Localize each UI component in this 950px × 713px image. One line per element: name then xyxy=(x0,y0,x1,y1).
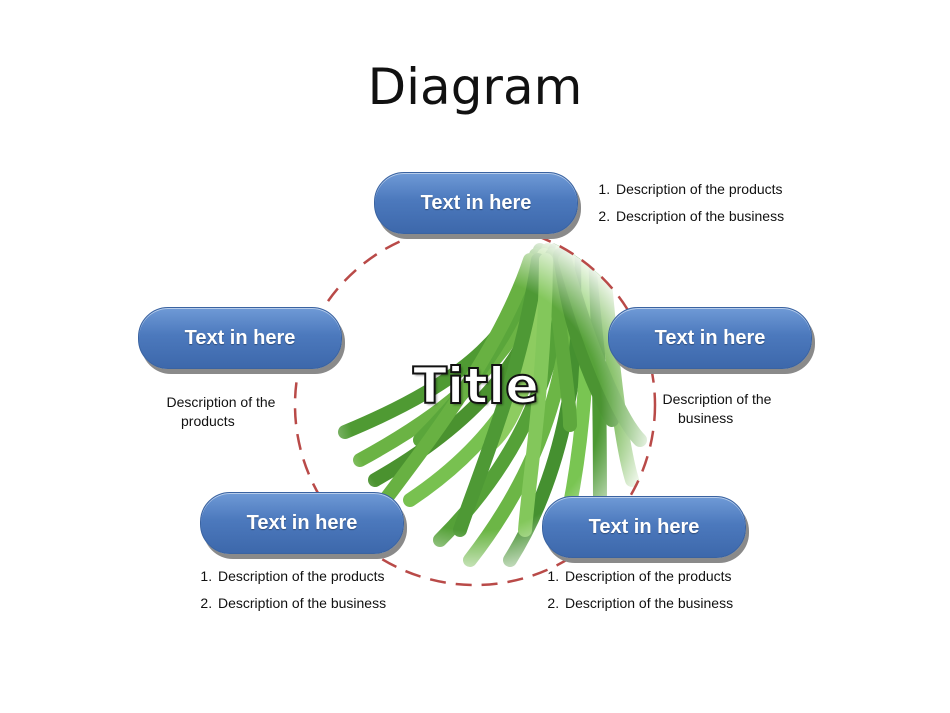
node-bottom-right-button[interactable]: Text in here xyxy=(542,496,746,558)
description-line: business xyxy=(678,410,734,426)
node-top-list: Description of the products Description … xyxy=(596,176,784,230)
node-bottom-right-label: Text in here xyxy=(588,515,700,538)
description-line: products xyxy=(181,413,235,429)
node-bottom-left-label: Text in here xyxy=(246,511,358,534)
description-line: Description of the xyxy=(166,394,276,410)
slide-title: Diagram xyxy=(367,58,583,116)
node-left-button[interactable]: Text in here xyxy=(138,307,342,369)
node-bottom-left-list: Description of the products Description … xyxy=(198,563,386,617)
node-right-button[interactable]: Text in here xyxy=(608,307,812,369)
list-item: Description of the products xyxy=(614,176,784,203)
list-item: Description of the products xyxy=(216,563,386,590)
chives-image xyxy=(295,225,655,585)
node-right-description: Description of the business xyxy=(650,390,784,428)
description-line: Description of the xyxy=(662,391,772,407)
node-right-label: Text in here xyxy=(654,326,766,349)
list-item: Description of the business xyxy=(563,590,733,617)
node-bottom-left-button[interactable]: Text in here xyxy=(200,492,404,554)
list-item: Description of the business xyxy=(614,203,784,230)
node-top-label: Text in here xyxy=(420,191,532,214)
node-top-button[interactable]: Text in here xyxy=(374,172,578,234)
node-left-description: Description of the products xyxy=(150,393,292,431)
node-bottom-right-list: Description of the products Description … xyxy=(545,563,733,617)
node-left-label: Text in here xyxy=(184,326,296,349)
center-title: Title xyxy=(412,356,540,416)
list-item: Description of the products xyxy=(563,563,733,590)
list-item: Description of the business xyxy=(216,590,386,617)
